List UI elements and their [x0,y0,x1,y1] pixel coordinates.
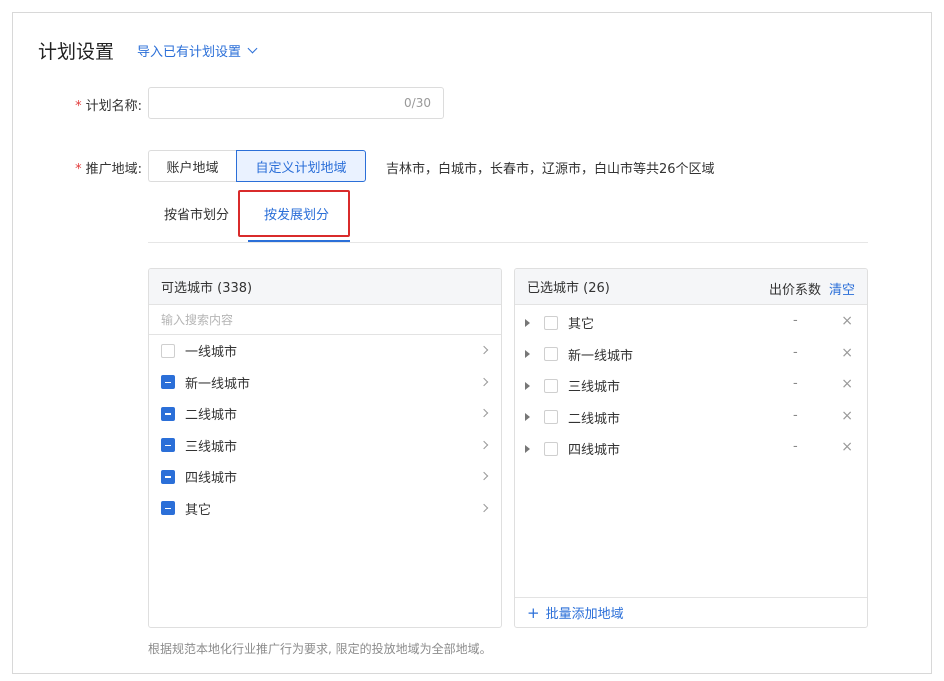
selected-header: 已选城市 (26) 出价系数清空 [515,269,867,305]
selected-cities-panel: 已选城市 (26) 出价系数清空 其它 - × 新一线城市 - × 三线城市 -… [514,268,868,628]
list-item[interactable]: 二线城市 [149,398,501,430]
chevron-right-icon[interactable] [479,471,489,481]
tab-by-development[interactable]: 按发展划分 [264,208,330,223]
row-label: 其它 [568,317,595,333]
list-item[interactable]: 一线城市 [149,335,501,367]
plan-name-input[interactable] [149,88,389,118]
table-row: 新一线城市 - × [515,339,867,371]
table-row: 三线城市 - × [515,370,867,402]
available-count: 可选城市 (338) [161,281,253,296]
table-row: 四线城市 - × [515,433,867,465]
list-item[interactable]: 新一线城市 [149,367,501,399]
table-row: 二线城市 - × [515,402,867,434]
close-icon[interactable]: × [841,407,853,424]
region-policy-note: 根据规范本地化行业推广行为要求, 限定的投放地域为全部地域。 [148,642,492,656]
expand-caret-icon[interactable] [525,350,530,359]
selected-list: 其它 - × 新一线城市 - × 三线城市 - × 二线城市 - × [515,307,867,465]
available-list: 一线城市 新一线城市 二线城市 三线城市 四线城市 其它 [149,335,501,524]
row-label: 四线城市 [568,443,621,459]
chevron-right-icon[interactable] [479,503,489,512]
chevron-right-icon[interactable] [479,377,489,386]
close-icon[interactable]: × [841,313,853,329]
region-summary: 吉林市，白城市，长春市，辽源市，白山市等共26个区域 [386,162,715,177]
batch-add-regions-button[interactable]: + 批量添加地域 [515,597,867,627]
list-item-label: 三线城市 [185,439,238,455]
expand-caret-icon[interactable] [525,318,530,327]
batch-add-label: 批量添加地域 [545,607,624,622]
selected-count: 已选城市 (26) [527,281,610,296]
close-icon[interactable]: × [841,344,853,361]
annotation-highlight-box [238,190,350,237]
chevron-down-icon [247,43,258,54]
list-item[interactable]: 四线城市 [149,461,501,493]
list-item-label: 其它 [185,502,212,518]
tab-divider [148,242,868,243]
checkbox-indeterminate[interactable] [161,438,175,453]
expand-caret-icon[interactable] [525,381,530,390]
checkbox-indeterminate[interactable] [161,469,175,484]
tab-by-province[interactable]: 按省市划分 [164,208,230,223]
close-icon[interactable]: × [841,376,853,392]
list-item-label: 二线城市 [185,408,238,424]
page-title: 计划设置 [38,41,115,63]
checkbox[interactable] [544,347,558,362]
list-item-label: 新一线城市 [185,376,251,392]
table-row: 其它 - × [515,307,867,339]
bid-value[interactable]: - [793,439,798,454]
row-label: 新一线城市 [568,348,634,364]
checkbox[interactable] [544,441,558,456]
list-item[interactable]: 三线城市 [149,430,501,462]
bid-value[interactable]: - [793,376,798,391]
plus-icon: + [527,603,540,622]
list-item-label: 四线城市 [185,471,238,487]
available-cities-panel: 可选城市 (338) 一线城市 新一线城市 二线城市 三线城市 四线城市 [148,268,502,628]
checkbox[interactable] [161,343,175,358]
bid-value[interactable]: - [793,407,798,423]
checkbox-indeterminate[interactable] [161,375,175,390]
bid-value[interactable]: - [793,313,798,328]
checkbox-indeterminate[interactable] [161,406,175,421]
close-icon[interactable]: × [841,439,853,455]
chevron-right-icon[interactable] [479,440,489,449]
row-label: 二线城市 [568,411,621,427]
import-label: 导入已有计划设置 [137,45,242,60]
custom-region-option[interactable]: 自定义计划地域 [236,150,366,182]
required-mark: * [75,162,82,177]
list-item-label: 一线城市 [185,345,238,361]
char-counter: 0/30 [404,96,431,110]
available-header: 可选城市 (338) [149,269,501,305]
account-region-option[interactable]: 账户地域 [148,150,236,182]
checkbox[interactable] [544,378,558,393]
plan-name-field[interactable]: 0/30 [148,87,444,119]
import-existing-settings-dropdown[interactable]: 导入已有计划设置 [137,41,258,60]
bid-coefficient-label: 出价系数 [768,283,821,298]
checkbox[interactable] [544,315,558,330]
active-tab-indicator [248,240,350,242]
plan-name-label: *计划名称: [75,99,142,114]
region-label: *推广地域: [75,162,142,177]
clear-button[interactable]: 清空 [828,283,855,298]
search-input[interactable] [149,305,501,334]
expand-caret-icon[interactable] [525,444,530,453]
required-mark: * [75,99,82,114]
search-box [149,305,501,335]
expand-caret-icon[interactable] [525,413,530,422]
checkbox[interactable] [544,410,558,425]
row-label: 三线城市 [568,380,621,396]
list-item[interactable]: 其它 [149,493,501,525]
checkbox-indeterminate[interactable] [161,501,175,516]
bid-value[interactable]: - [793,344,798,360]
chevron-right-icon[interactable] [479,345,489,355]
header-actions: 出价系数清空 [769,279,855,298]
chevron-right-icon[interactable] [479,408,489,418]
